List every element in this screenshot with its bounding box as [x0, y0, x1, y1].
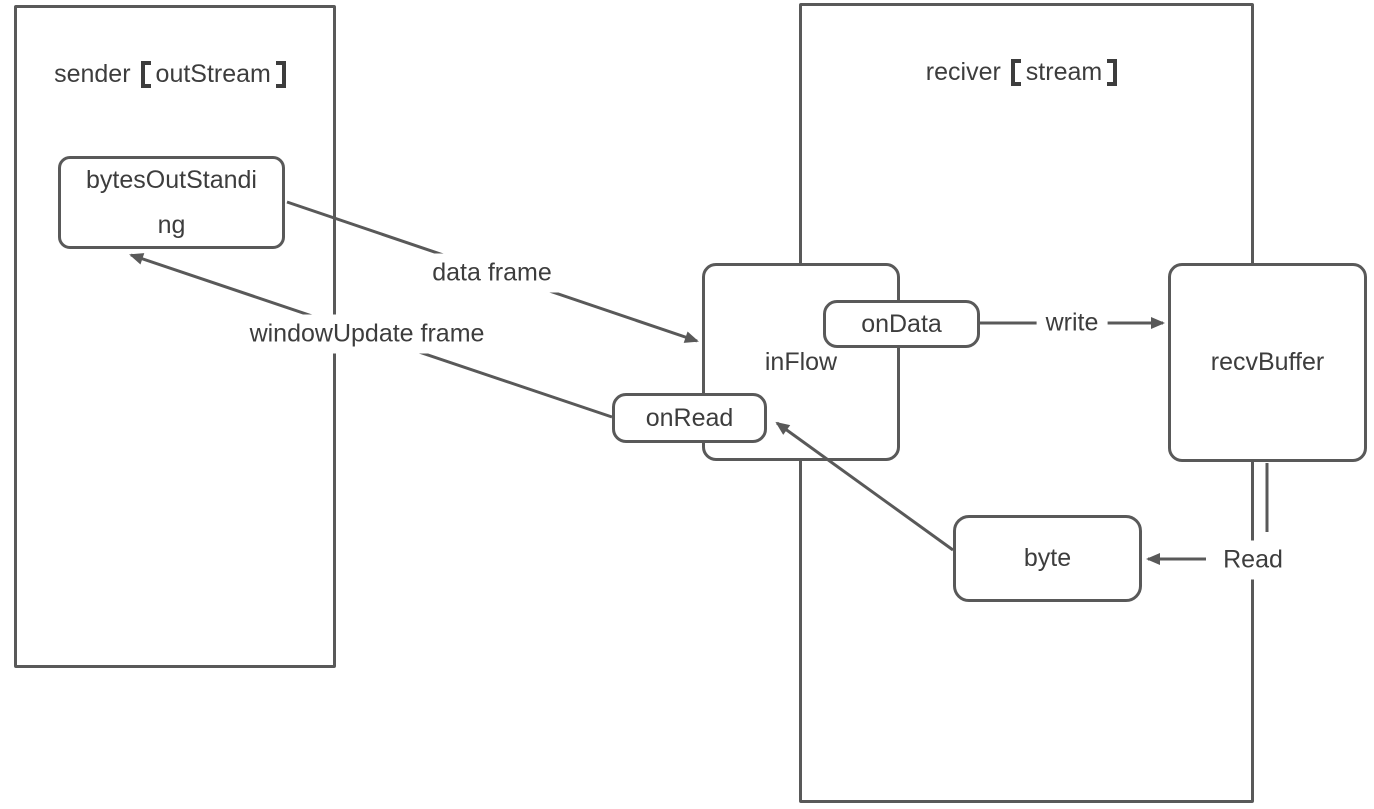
- bytes-outstanding-label-line1: bytesOutStandi: [86, 165, 257, 194]
- left-lenticular-bracket: [1010, 59, 1021, 86]
- bytes-outstanding-label-line2: ng: [157, 210, 186, 239]
- right-lenticular-bracket: [275, 61, 286, 88]
- sender-title: sender outStream: [17, 60, 333, 89]
- onread-node-label: onRead: [645, 403, 734, 432]
- receiver-title-text: reciver: [925, 58, 1001, 86]
- read-label: Read: [1214, 540, 1292, 580]
- byte-node: byte: [953, 515, 1142, 602]
- write-label: write: [1036, 303, 1108, 343]
- right-lenticular-bracket: [1107, 59, 1118, 86]
- recvbuffer-node: recvBuffer: [1168, 263, 1367, 462]
- inflow-node-label: inFlow: [764, 347, 838, 376]
- ondata-node-label: onData: [861, 309, 942, 338]
- ondata-node: onData: [823, 300, 980, 348]
- byte-node-label: byte: [1023, 544, 1072, 572]
- left-lenticular-bracket: [140, 61, 151, 88]
- sender-title-text: sender: [54, 60, 131, 88]
- sender-title-bracketed-text: outStream: [155, 60, 271, 88]
- receiver-title-bracketed-text: stream: [1025, 58, 1103, 86]
- window-update-frame-label: windowUpdate frame: [240, 314, 494, 354]
- onread-node: onRead: [612, 393, 767, 443]
- data-frame-label: data frame: [423, 253, 561, 293]
- bytes-outstanding-node: bytesOutStandi ng: [58, 156, 285, 249]
- receiver-title: reciver stream: [802, 58, 1251, 87]
- recvbuffer-node-label: recvBuffer: [1210, 348, 1325, 376]
